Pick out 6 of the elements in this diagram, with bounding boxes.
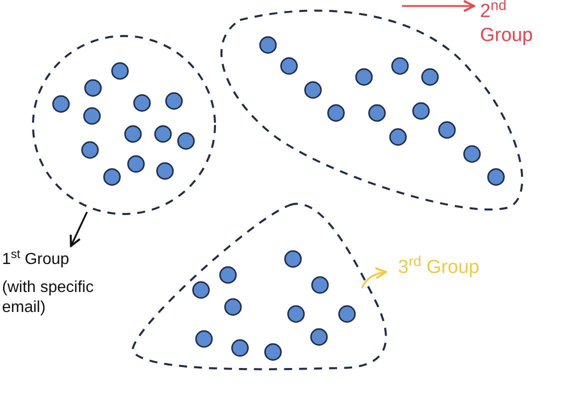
handwritten-label: 1$^{st}$ Group — [2, 250, 70, 270]
arrow — [361, 267, 387, 288]
arrow — [70, 212, 88, 247]
arrow — [402, 0, 475, 12]
handwritten-label: 3$^{rd}$ Group — [398, 256, 480, 280]
handwritten-label: (with specific email) — [2, 278, 95, 318]
